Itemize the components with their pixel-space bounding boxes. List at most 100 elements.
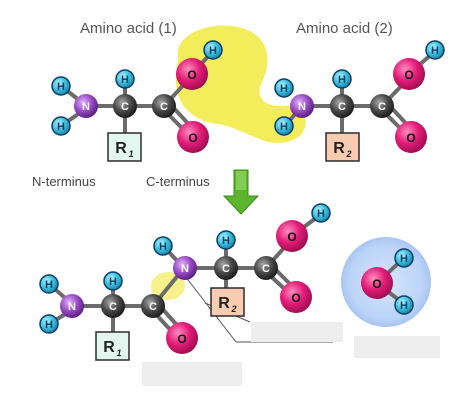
hydrogen-atom [332, 69, 352, 89]
carbon-label: C [160, 101, 168, 113]
carboxyl-carbon-atom [254, 256, 278, 280]
r-letter: R [115, 140, 127, 157]
alpha-carbon-atom [330, 94, 354, 118]
carbon-label: C [109, 301, 117, 313]
amino-acid-1-label: Amino acid (1) [80, 20, 177, 37]
alpha-carbon-atom [113, 94, 137, 118]
amino-acid-2-label: Amino acid (2) [296, 20, 393, 37]
hydroxyl-hydrogen-atom [425, 40, 445, 60]
nitrogen-atom [290, 94, 314, 118]
hydrogen-label: H [400, 253, 408, 265]
carbon-label: C [378, 101, 386, 113]
oxygen-label: O [188, 131, 197, 145]
r1-label: R [103, 339, 115, 356]
r-letter: R [103, 339, 115, 356]
hydrogen-label: H [57, 121, 65, 133]
hydroxyl-hydrogen-atom [203, 40, 223, 60]
blank-label-box-3[interactable] [142, 362, 242, 386]
water-hydrogen-atom [394, 295, 414, 315]
hydrogen-label: H [57, 81, 65, 93]
carbon-label: C [121, 101, 129, 113]
hydrogen-atom [216, 230, 236, 250]
carbon-label: C [338, 101, 346, 113]
r2-side-chain-box [325, 132, 360, 162]
carbonyl-oxygen-atom [395, 121, 427, 153]
hydroxyl-oxygen-atom [393, 58, 425, 90]
alpha-carbon-atom [101, 294, 125, 318]
amino-acid-1: H H N H C R 1 C O H O [51, 40, 223, 162]
hydrogen-label: H [121, 74, 129, 86]
carboxyl-carbon-atom [152, 94, 176, 118]
oxygen-label: O [404, 68, 413, 82]
nitrogen-label: N [68, 301, 76, 313]
nitrogen-atom [60, 294, 84, 318]
nitrogen-atom [74, 94, 98, 118]
r1-side-chain-box [107, 132, 142, 162]
hydrogen-label: H [338, 74, 346, 86]
carbon-label: C [222, 263, 230, 275]
r-letter: R [333, 140, 345, 157]
carbonyl-carbon-atom [141, 294, 165, 318]
r-letter: R [218, 295, 230, 312]
hydrogen-label: H [159, 241, 167, 253]
r1-subscript: 1 [116, 348, 121, 358]
hydrogen-label: H [280, 83, 288, 95]
carbonyl-oxygen-atom [166, 322, 198, 354]
r1-subscript: 1 [128, 149, 133, 159]
r2-label: R [218, 295, 230, 312]
oxygen-label: O [287, 230, 296, 244]
hydrogen-atom [51, 116, 71, 136]
c-terminus-label: C-terminus [146, 174, 210, 189]
carbonyl-oxygen-atom [177, 121, 209, 153]
hydrogen-label: H [317, 208, 325, 220]
oxygen-label: O [372, 277, 381, 291]
hydrogen-atom [39, 274, 59, 294]
hydrogen-label: H [431, 45, 439, 57]
amino-acid-2: H H N H C R 2 C O H O [274, 40, 445, 162]
nitrogen-label: N [298, 101, 306, 113]
oxygen-label: O [406, 131, 415, 145]
hydrogen-label: H [400, 300, 408, 312]
nitrogen-label: N [82, 101, 90, 113]
hydrogen-atom [274, 78, 294, 98]
hydrogen-label: H [209, 45, 217, 57]
oxygen-label: O [291, 291, 300, 305]
hydrogen-atom [115, 69, 135, 89]
water-oxygen-atom [361, 267, 393, 299]
hydrogen-label: H [109, 276, 117, 288]
carbonyl-oxygen-atom [280, 281, 312, 313]
hydroxyl-oxygen-atom [176, 58, 208, 90]
amide-hydrogen-atom [153, 236, 173, 256]
blank-label-box-1[interactable] [251, 322, 343, 342]
hydrogen-atom [103, 271, 123, 291]
r2-subscript: 2 [230, 304, 236, 314]
dipeptide: H H N H C R 1 C O H N H C R 2 C O H O [39, 203, 331, 361]
hydrogen-label: H [222, 235, 230, 247]
hydroxyl-hydrogen-atom [311, 203, 331, 223]
water-hydrogen-atom [394, 248, 414, 268]
hydrogen-atom [39, 314, 59, 334]
hydrogen-label: H [45, 279, 53, 291]
r2-subscript: 2 [345, 149, 351, 159]
blank-label-box-2[interactable] [354, 336, 440, 358]
hydrogen-label: H [45, 319, 53, 331]
carbon-label: C [262, 263, 270, 275]
oxygen-label: O [177, 332, 186, 346]
r2-label: R [333, 140, 345, 157]
water-molecule-icon: O H H [341, 237, 431, 327]
hydrogen-label: H [280, 121, 288, 133]
r1-side-chain-box [95, 331, 130, 361]
oxygen-label: O [187, 68, 196, 82]
green-down-arrow-icon [222, 169, 260, 215]
nitrogen-label: N [181, 263, 189, 275]
hydroxyl-oxygen-atom [276, 220, 308, 252]
hydrogen-atom [274, 116, 294, 136]
amide-nitrogen-atom [173, 256, 197, 280]
carbon-label: C [149, 301, 157, 313]
alpha-carbon-atom [214, 256, 238, 280]
n-terminus-label: N-terminus [32, 174, 96, 189]
r1-label: R [115, 140, 127, 157]
carboxyl-carbon-atom [370, 94, 394, 118]
r2-side-chain-box [210, 287, 245, 317]
